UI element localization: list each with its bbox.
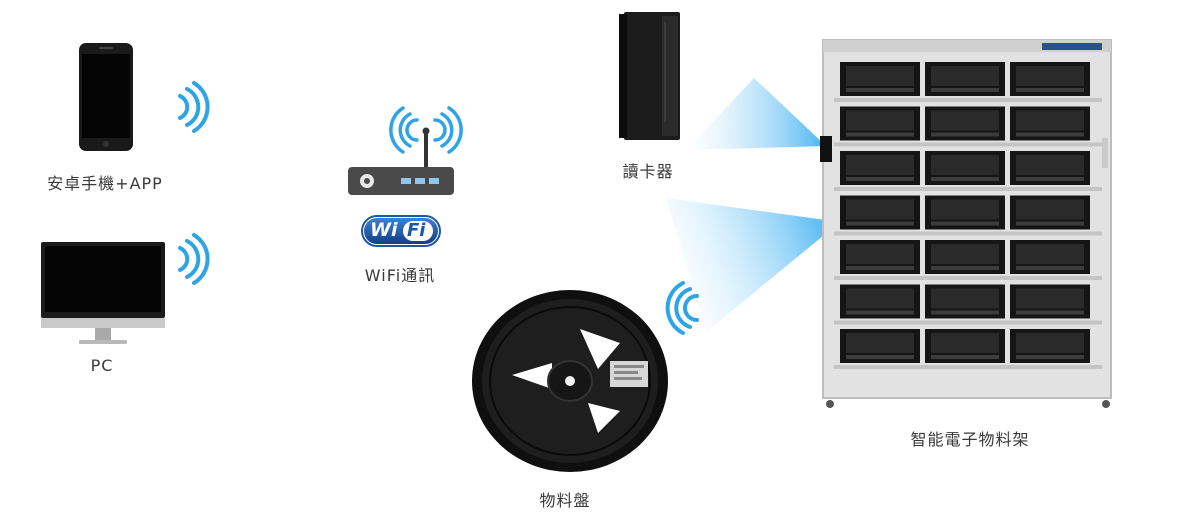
smart-shelf-icon	[820, 39, 1112, 408]
shelf-drawer-reel	[846, 155, 914, 175]
shelf-drawer-reel	[1016, 155, 1084, 175]
shelf-drawer-reel	[846, 110, 914, 131]
shelf-drawer-lip	[931, 88, 999, 92]
shelf-divider	[834, 187, 1102, 191]
shelf-drawer-lip	[931, 221, 999, 226]
shelf-drawer-lip	[1016, 132, 1084, 137]
shelf-top-bar	[823, 40, 1111, 52]
shelf-drawer-lip	[1016, 266, 1084, 270]
shelf-divider	[834, 98, 1102, 102]
shelf-drawer-reel	[1016, 333, 1084, 353]
shelf-drawer-reel	[846, 66, 914, 86]
shelf-drawer-reel	[846, 199, 914, 220]
shelf-drawer-lip	[931, 355, 999, 359]
shelf-drawer-lip	[1016, 310, 1084, 315]
shelf-drawer-reel	[931, 199, 999, 220]
wifi-logo-right: Fi	[407, 220, 426, 241]
shelf-wheel	[1102, 400, 1110, 408]
wifi-logo: Wi Fi	[361, 215, 441, 247]
shelf-drawer-reel	[1016, 244, 1084, 264]
card-reader-icon	[619, 12, 680, 140]
shelf-drawer-lip	[1016, 355, 1084, 359]
shelf-drawer-lip	[931, 177, 999, 181]
shelf-divider	[834, 142, 1102, 147]
phone-label: 安卓手機+APP	[47, 174, 163, 193]
shelf-drawer-lip	[846, 310, 914, 315]
shelf-divider	[834, 231, 1102, 236]
shelf-drawer-reel	[931, 288, 999, 309]
wifi-logo-left: Wi	[370, 219, 398, 241]
shelf-brand-plate	[1042, 43, 1102, 50]
reel-label: 物料盤	[539, 491, 591, 510]
shelf-drawer-lip	[1016, 88, 1084, 92]
shelf-drawer-reel	[846, 288, 914, 309]
shelf-drawer-lip	[846, 132, 914, 137]
shelf-divider	[834, 320, 1102, 325]
shelf-handle	[1102, 138, 1108, 168]
shelf-drawer-reel	[931, 155, 999, 175]
shelf-drawer-lip	[1016, 221, 1084, 226]
reader-label: 讀卡器	[622, 162, 674, 181]
beam-to-reel	[666, 198, 840, 332]
reel-signal-icon	[665, 281, 699, 335]
shelf-drawer-lip	[931, 132, 999, 137]
shelf-drawer-reel	[931, 333, 999, 353]
router-icon	[348, 127, 454, 195]
shelf-drawer-lip	[1016, 177, 1084, 181]
monitor-icon	[41, 242, 165, 344]
shelf-drawer-lip	[931, 266, 999, 270]
shelf-drawer-reel	[931, 66, 999, 86]
wifi-label: WiFi通訊	[364, 266, 436, 285]
shelf-drawer-lip	[846, 355, 914, 359]
shelf-drawer-lip	[931, 310, 999, 315]
shelf-wheel	[826, 400, 834, 408]
shelf-drawer-lip	[846, 88, 914, 92]
shelf-drawer-reel	[1016, 288, 1084, 309]
shelf-drawer-reel	[931, 110, 999, 131]
shelf-drawer-lip	[846, 266, 914, 270]
shelf-drawer-reel	[1016, 66, 1084, 86]
phone-signal-icon	[178, 81, 210, 133]
shelf-label: 智能電子物料架	[910, 430, 1030, 449]
shelf-side-reader	[820, 136, 832, 162]
reel-icon	[472, 290, 668, 472]
shelf-divider	[834, 276, 1102, 280]
pc-label: PC	[90, 356, 114, 375]
router-signal-icon	[389, 106, 463, 154]
beam-to-reader	[686, 78, 826, 150]
pc-signal-icon	[178, 233, 210, 285]
shelf-drawer-reel	[846, 244, 914, 264]
shelf-drawer-lip	[846, 221, 914, 226]
shelf-drawer-reel	[1016, 199, 1084, 220]
shelf-drawer-reel	[846, 333, 914, 353]
shelf-drawer-reel	[931, 244, 999, 264]
shelf-drawer-reel	[1016, 110, 1084, 131]
phone-icon	[79, 43, 133, 151]
shelf-drawer-lip	[846, 177, 914, 181]
wifi-logo-right-box	[403, 221, 433, 241]
shelf-divider	[834, 365, 1102, 369]
